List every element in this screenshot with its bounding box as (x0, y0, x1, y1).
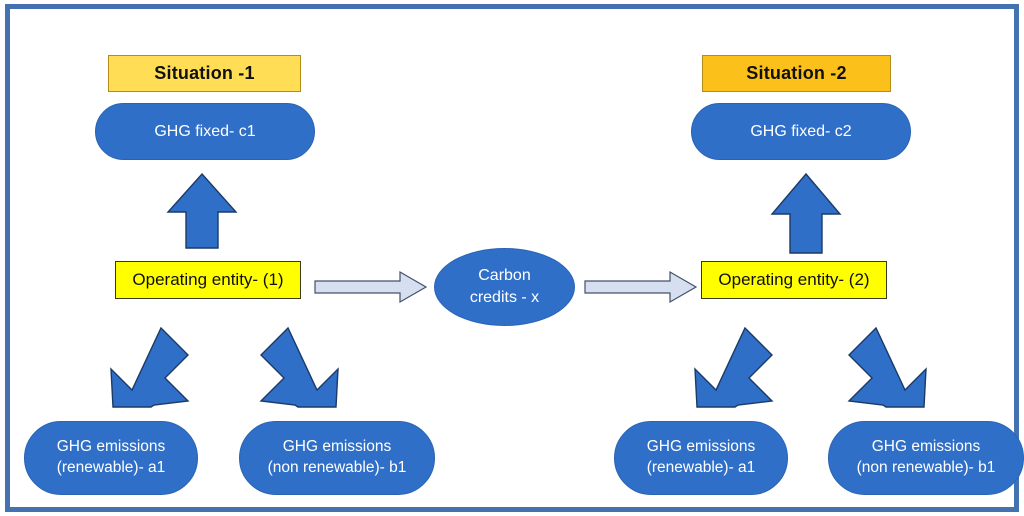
situation-2-label: Situation -2 (746, 63, 847, 83)
connector-arrow-entity1-to-credits (314, 270, 428, 304)
ghg-nonrenewable-right-line1: GHG emissions (871, 438, 981, 456)
ghg-emissions-nonrenewable-b1-left: GHG emissions (non renewable)- b1 (239, 421, 435, 495)
ghg-emissions-renewable-a1-right: GHG emissions (renewable)- a1 (614, 421, 788, 495)
ghg-fixed-c1-label: GHG fixed- c1 (154, 122, 256, 140)
operating-entity-1-box: Operating entity- (1) (115, 261, 301, 299)
situation-2-box: Situation -2 (702, 55, 891, 92)
up-block-arrow-right (770, 172, 842, 254)
situation-1-box: Situation -1 (108, 55, 301, 92)
down-left-block-arrow-left-group (110, 326, 190, 408)
down-left-block-arrow-right-group (694, 326, 774, 408)
ghg-renewable-right-line1: GHG emissions (646, 438, 756, 456)
carbon-credits-ellipse: Carbon credits - x (434, 248, 575, 326)
ghg-renewable-left-line2: (renewable)- a1 (56, 459, 166, 476)
diagram-frame: Situation -1 GHG fixed- c1 Operating ent… (5, 4, 1024, 512)
ghg-renewable-left-line1: GHG emissions (56, 438, 166, 456)
ghg-nonrenewable-left-line1: GHG emissions (282, 438, 392, 456)
down-right-block-arrow-left-group (259, 326, 339, 408)
ghg-fixed-c2-label: GHG fixed- c2 (750, 122, 852, 140)
up-block-arrow-left (166, 172, 238, 249)
ghg-emissions-nonrenewable-b1-right: GHG emissions (non renewable)- b1 (828, 421, 1024, 495)
situation-1-label: Situation -1 (154, 63, 255, 83)
carbon-credits-line2: credits - x (469, 289, 540, 306)
ghg-nonrenewable-left-line2: (non renewable)- b1 (267, 459, 407, 476)
carbon-credits-line1: Carbon (478, 266, 531, 284)
connector-arrow-credits-to-entity2 (584, 270, 698, 304)
ghg-fixed-c1-node: GHG fixed- c1 (95, 103, 315, 160)
operating-entity-2-label: Operating entity- (2) (718, 270, 870, 289)
operating-entity-2-box: Operating entity- (2) (701, 261, 887, 299)
ghg-renewable-right-line2: (renewable)- a1 (646, 459, 756, 476)
ghg-nonrenewable-right-line2: (non renewable)- b1 (856, 459, 996, 476)
down-right-block-arrow-right-group (847, 326, 927, 408)
ghg-emissions-renewable-a1-left: GHG emissions (renewable)- a1 (24, 421, 198, 495)
ghg-fixed-c2-node: GHG fixed- c2 (691, 103, 911, 160)
operating-entity-1-label: Operating entity- (1) (132, 270, 284, 289)
